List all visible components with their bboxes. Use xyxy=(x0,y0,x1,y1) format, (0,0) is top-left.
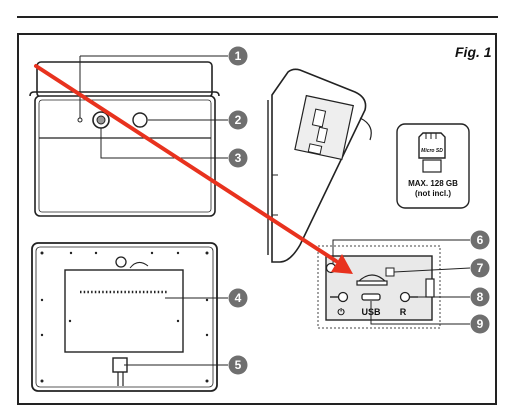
sd-icon-label: Micro SD xyxy=(421,148,443,154)
leader-lines xyxy=(79,55,471,366)
svg-text:5: 5 xyxy=(235,358,242,372)
usb-port xyxy=(361,293,381,301)
svg-text:9: 9 xyxy=(477,317,484,331)
camera-side-view xyxy=(267,68,372,263)
sd-slot-arc xyxy=(357,274,387,283)
sd-card-icon xyxy=(418,132,446,159)
svg-text:8: 8 xyxy=(477,290,484,304)
header-rule xyxy=(17,16,498,18)
sd-capacity: MAX. 128 GB xyxy=(408,179,458,188)
port-detail-panel: ⏻ USB R xyxy=(317,245,441,329)
svg-text:6: 6 xyxy=(477,233,484,247)
svg-text:7: 7 xyxy=(477,261,484,275)
camera-front-view xyxy=(29,61,220,217)
figure-frame xyxy=(17,33,497,405)
reset-label: R xyxy=(400,307,407,317)
callout-3: 3 xyxy=(228,148,248,168)
callout-5: 5 xyxy=(228,355,248,375)
svg-text:1: 1 xyxy=(235,49,242,63)
svg-text:4: 4 xyxy=(235,291,242,305)
figure-label: Fig. 1 xyxy=(455,44,492,60)
sd-card-box: Micro SD MAX. 128 GB (not incl.) xyxy=(396,123,470,209)
sd-slot xyxy=(356,280,388,286)
callout-2: 2 xyxy=(228,110,248,130)
callout-9: 9 xyxy=(470,314,490,334)
battery-cover xyxy=(64,269,184,353)
callout-8: 8 xyxy=(470,287,490,307)
insertion-arrow xyxy=(34,64,353,274)
callout-7: 7 xyxy=(470,258,490,278)
reset-button xyxy=(399,291,411,303)
callout-6: 6 xyxy=(470,230,490,250)
power-label: ⏻ xyxy=(337,307,345,317)
svg-text:3: 3 xyxy=(235,151,242,165)
motion-sensor xyxy=(132,112,148,128)
sd-note: (not incl.) xyxy=(415,189,451,198)
power-button xyxy=(337,291,349,303)
callout-1: 1 xyxy=(228,46,248,66)
callout-4: 4 xyxy=(228,288,248,308)
svg-text:2: 2 xyxy=(235,113,242,127)
camera-back-view xyxy=(31,242,218,392)
